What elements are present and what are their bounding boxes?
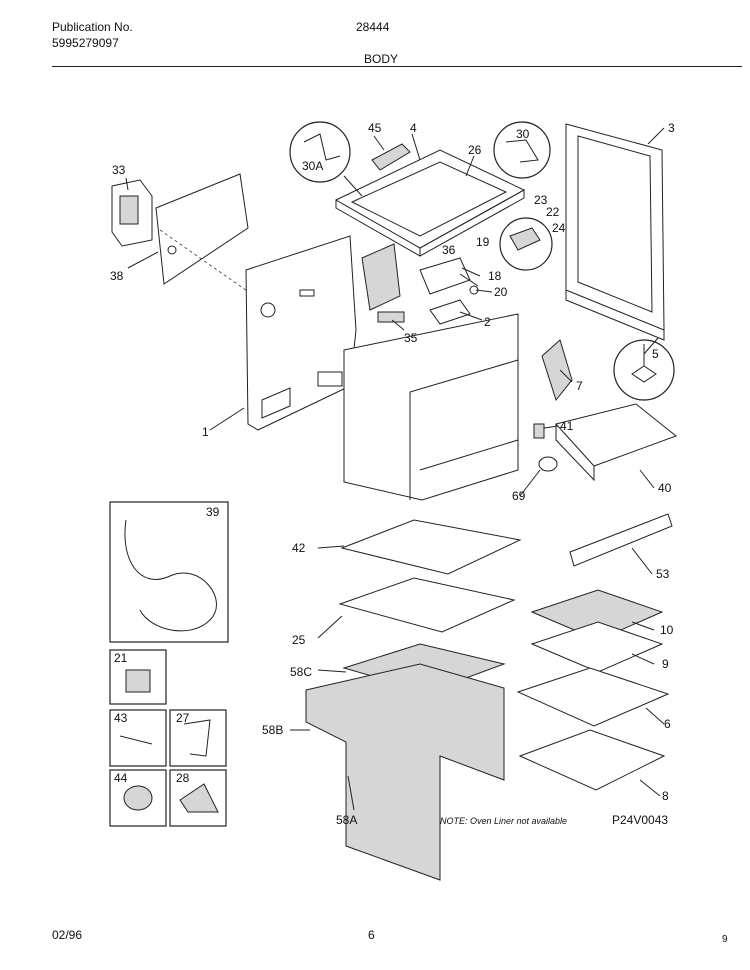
- part-thermostat-bracket: [429, 299, 471, 325]
- part-broiler-pan: [530, 621, 664, 673]
- footer-date: 02/96: [52, 928, 83, 942]
- part-vent-duct: [361, 243, 401, 311]
- callout-1: 1: [202, 425, 209, 439]
- callout-22: 22: [546, 205, 560, 219]
- callout-58A: 58A: [336, 813, 357, 827]
- part-back-panel: [155, 173, 261, 301]
- inset-21: [109, 649, 167, 705]
- callout-21: 21: [114, 651, 128, 665]
- part-element-clips: [541, 339, 573, 402]
- callout-69: 69: [512, 489, 526, 503]
- callout-5: 5: [652, 347, 659, 361]
- section-title: BODY: [364, 52, 399, 66]
- part-insulation-58B: [305, 663, 505, 881]
- callout-2: 2: [484, 315, 491, 329]
- callout-30: 30: [516, 127, 530, 141]
- callout-25: 25: [292, 633, 306, 647]
- callout-8: 8: [662, 789, 669, 803]
- part-oven-cavity: [343, 313, 519, 501]
- callout-28: 28: [176, 771, 190, 785]
- inset-power-cord: [109, 501, 229, 643]
- callout-20: 20: [494, 285, 508, 299]
- callout-38: 38: [110, 269, 124, 283]
- header-rule: [52, 66, 742, 67]
- callout-18: 18: [488, 269, 502, 283]
- callout-40: 40: [658, 481, 672, 495]
- part-switch-bracket: [419, 257, 471, 295]
- callout-3: 3: [668, 121, 675, 135]
- detail-hinge-clip: [499, 217, 553, 271]
- callout-24: 24: [552, 221, 566, 235]
- part-side-panel: [245, 235, 357, 431]
- callout-7: 7: [576, 379, 583, 393]
- detail-leveler: [613, 339, 675, 401]
- corner-mark: 9: [722, 934, 728, 945]
- part-top-frame: [334, 149, 526, 257]
- publication-label: Publication No.: [52, 20, 133, 34]
- leader-lines: [125, 127, 665, 811]
- part-vent-plate: [377, 311, 405, 323]
- callout-10: 10: [660, 623, 674, 637]
- detail-30A: [289, 121, 351, 183]
- inset-44: [109, 769, 167, 827]
- callout-27: 27: [176, 711, 190, 725]
- callout-39: 39: [206, 505, 220, 519]
- detail-30: [493, 121, 551, 179]
- part-control-bracket: [111, 179, 153, 247]
- part-plug: [538, 456, 558, 472]
- callout-35: 35: [404, 331, 418, 345]
- callout-36: 36: [442, 243, 456, 257]
- inset-28: [169, 769, 227, 827]
- publication-number: 5995279097: [52, 36, 119, 50]
- callout-41: 41: [560, 419, 574, 433]
- callout-43: 43: [114, 711, 128, 725]
- callout-42: 42: [292, 541, 306, 555]
- callout-58B: 58B: [262, 723, 283, 737]
- inset-27: [169, 709, 227, 767]
- part-door-frame: [565, 123, 665, 341]
- callout-9: 9: [662, 657, 669, 671]
- callout-6: 6: [664, 717, 671, 731]
- part-small-clip: [533, 423, 545, 439]
- callout-33: 33: [112, 163, 126, 177]
- part-bottom-panel: [340, 519, 522, 575]
- callout-53: 53: [656, 567, 670, 581]
- callout-labels: 1 2 3 4 5 6 7 8 9 10 18 19 20 21 22 23 2…: [110, 121, 675, 827]
- callout-44: 44: [114, 771, 128, 785]
- part-oven-rack: [516, 667, 670, 727]
- callout-26: 26: [468, 143, 482, 157]
- callout-19: 19: [476, 235, 490, 249]
- oven-liner-note: NOTE: Oven Liner not available: [440, 816, 567, 826]
- inset-43: [109, 709, 167, 767]
- part-kick-trim: [569, 513, 673, 567]
- page-number: 6: [368, 928, 375, 942]
- part-broil-support: [555, 403, 678, 467]
- callout-58C: 58C: [290, 665, 312, 679]
- model-number: 28444: [356, 20, 390, 34]
- callout-23: 23: [534, 193, 548, 207]
- callout-4: 4: [410, 121, 417, 135]
- callout-30A: 30A: [302, 159, 323, 173]
- part-oven-liner: [518, 729, 666, 791]
- part-insulation-panel: [338, 577, 516, 633]
- part-hinge-bracket: [371, 143, 411, 171]
- figure-id: P24V0043: [612, 813, 668, 827]
- callout-45: 45: [368, 121, 382, 135]
